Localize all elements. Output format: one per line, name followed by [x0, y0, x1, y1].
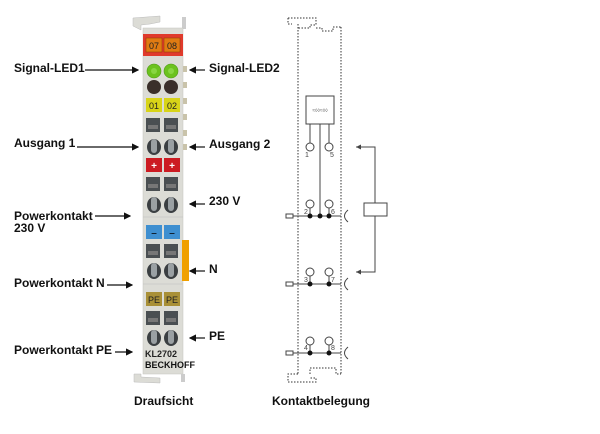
plus-label-left	[146, 158, 162, 172]
contact-pair-2-6	[146, 177, 178, 213]
label-signal-led1: Signal-LED1	[14, 61, 85, 75]
label-n: N	[209, 262, 218, 276]
terminal-number: 3	[304, 277, 308, 284]
led-label-01-text: 01	[149, 101, 159, 111]
terminal-4	[305, 336, 315, 346]
pe-text-right: PE	[166, 295, 178, 305]
pe-text-left: PE	[148, 295, 160, 305]
led-dark-left	[147, 80, 161, 94]
caption-draufsicht: Draufsicht	[134, 394, 194, 408]
terminal-number: 6	[331, 209, 335, 216]
model-number: KL2702	[145, 349, 177, 359]
led-dark-right	[164, 80, 178, 94]
top-label-07	[145, 37, 163, 53]
label-powerkontakt-pe: Powerkontakt PE	[14, 343, 113, 357]
label-powerkontakt-n: Powerkontakt N	[14, 276, 105, 290]
minus-label-left	[146, 225, 162, 239]
top-label-07-text: 07	[149, 41, 159, 51]
contact-pair-4-8	[146, 311, 178, 346]
contact-pair-3-7	[146, 244, 178, 279]
terminal-number: 8	[331, 345, 335, 352]
top-label-08	[163, 37, 181, 53]
terminal-numbers: 1 5 2 6 3 7 4 8	[304, 152, 335, 352]
brand-logo: BECKHOFF	[145, 360, 195, 370]
terminal-3	[305, 267, 315, 277]
pe-label-left	[146, 292, 162, 306]
terminal-number: 4	[304, 345, 308, 352]
label-230v: 230 V	[209, 194, 241, 208]
terminal-6	[324, 199, 334, 209]
terminal-5	[324, 142, 334, 152]
leader-arrows-right	[188, 66, 205, 342]
terminal-2	[305, 199, 315, 209]
terminal-number: 5	[330, 152, 334, 159]
load-box	[363, 202, 388, 217]
led-label-02	[164, 98, 180, 112]
minus-text-left: –	[151, 228, 157, 239]
label-ausgang2: Ausgang 2	[209, 137, 271, 151]
terminal-1	[305, 142, 315, 152]
pe-label-right	[164, 292, 180, 306]
led-label-01	[146, 98, 162, 112]
terminal-number: 7	[331, 277, 335, 284]
terminal-7	[324, 267, 334, 277]
label-ausgang1: Ausgang 1	[14, 136, 76, 150]
terminal-number: 1	[305, 152, 309, 159]
plus-label-right	[164, 158, 180, 172]
orange-power-contact	[182, 240, 189, 281]
led-label-02-text: 02	[167, 101, 177, 111]
leader-arrows-left	[77, 66, 140, 356]
contact-pair-1-5	[146, 118, 178, 155]
bottom-latch	[133, 373, 161, 384]
plus-text-right: +	[169, 161, 175, 172]
load-wire-bottom	[356, 216, 376, 273]
label-powerkontakt-230v: Powerkontakt	[14, 209, 93, 223]
label-signal-led2: Signal-LED2	[209, 61, 280, 75]
relay-box	[305, 95, 335, 125]
top-label-08-text: 08	[167, 41, 177, 51]
label-pe: PE	[209, 329, 226, 343]
relay-symbol: ≈◊◊≈◊◊	[312, 108, 328, 114]
terminal-module: 07 08 01 02 + +	[132, 15, 195, 384]
plus-text-left: +	[151, 161, 157, 172]
terminal-8	[324, 336, 334, 346]
minus-text-right: –	[169, 228, 175, 239]
label-powerkontakt-230v-line2: 230 V	[14, 221, 46, 235]
schematic: ≈◊◊≈◊◊	[285, 17, 388, 383]
minus-label-right	[164, 225, 180, 239]
load-wire-top	[356, 146, 376, 203]
top-latch	[132, 15, 161, 31]
caption-kontaktbelegung: Kontaktbelegung	[272, 394, 370, 408]
terminal-number: 2	[304, 209, 308, 216]
